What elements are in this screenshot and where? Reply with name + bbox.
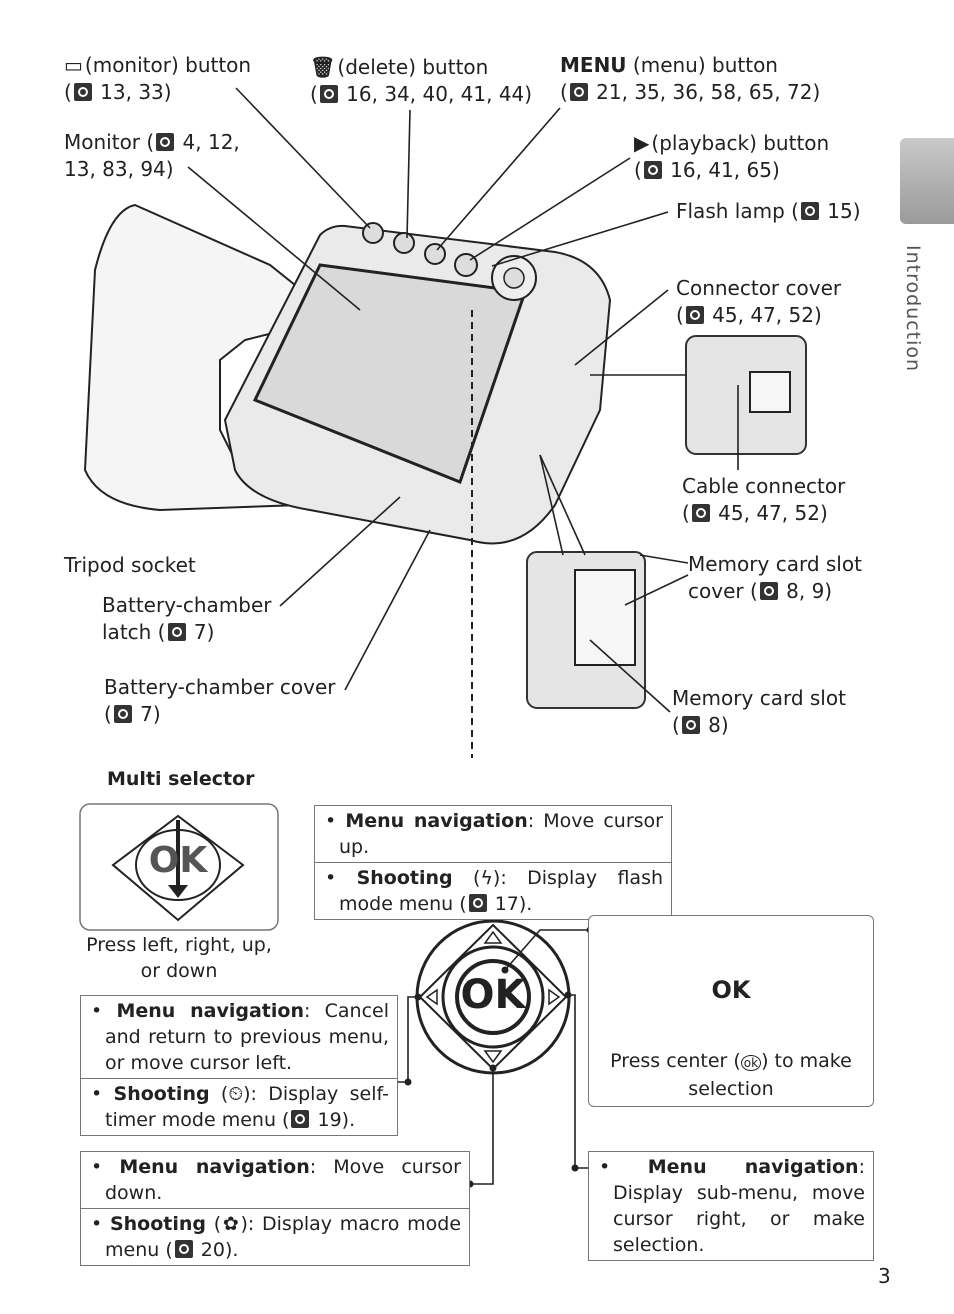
menu-button-callout: MENU (menu) button ( 21, 35, 36, 58, 65,… xyxy=(560,53,821,104)
delete-button-callout: 🗑(delete) button ( 16, 34, 40, 41, 44) xyxy=(310,55,533,106)
page-ref-icon xyxy=(319,85,338,103)
center-press-caption: Press center (ok) to make selection xyxy=(610,1050,852,1100)
monitor-button-callout: ▭(monitor) button ( 13, 33) xyxy=(64,53,252,104)
flash-lamp-callout: Flash lamp ( 15) xyxy=(676,199,861,223)
connector-detail-inset xyxy=(685,335,807,455)
up-action-box: • Menu navigation: Move cursor up. • Sho… xyxy=(314,805,672,920)
section-tab-label: Introduction xyxy=(902,245,924,373)
memory-card-slot-cover-callout: Memory card slot cover ( 8, 9) xyxy=(688,552,862,603)
page-ref-icon xyxy=(569,83,588,101)
page-ref-icon xyxy=(291,1110,310,1128)
memory-card-slot-callout: Memory card slot ( 8) xyxy=(672,686,846,737)
left-nav-item: • Menu navigation: Cancel and return to … xyxy=(91,1000,389,1074)
page-ref-icon xyxy=(156,133,175,151)
monitor-button-shape xyxy=(362,222,384,244)
page-ref-icon xyxy=(174,1240,193,1258)
page-ref-icon xyxy=(468,894,487,912)
tripod-socket-callout: Tripod socket xyxy=(64,553,196,577)
page-ref-icon xyxy=(73,83,92,101)
up-shoot-item: • Shooting (ϟ): Display flash mode menu … xyxy=(315,862,671,919)
menu-button-shape xyxy=(424,243,446,265)
ok-button-label: OK xyxy=(460,972,526,1018)
page-ref-icon xyxy=(681,716,700,734)
up-nav-item: • Menu navigation: Move cursor up. xyxy=(325,810,663,858)
battery-chamber-latch-callout: Battery-chamber latch ( 7) xyxy=(102,593,272,644)
menu-icon: MENU xyxy=(560,53,627,77)
right-nav-item: • Menu navigation: Display sub-menu, mov… xyxy=(599,1156,865,1256)
trash-icon: 🗑 xyxy=(310,55,336,79)
page-ref-icon xyxy=(800,202,819,220)
page-ref-icon xyxy=(691,504,710,522)
page-ref-icon xyxy=(685,306,704,324)
playback-icon: ▶ xyxy=(634,131,650,155)
camera-grip xyxy=(83,203,322,512)
monitor-callout: Monitor ( 4, 12, 13, 83, 94) xyxy=(64,130,240,181)
self-timer-icon: ⏲ xyxy=(228,1083,244,1105)
delete-button-shape xyxy=(393,232,415,254)
page-number: 3 xyxy=(878,1264,891,1288)
down-shoot-item: • Shooting (✿): Display macro mode menu … xyxy=(81,1208,469,1265)
page-ref-icon xyxy=(113,705,132,723)
page-ref-icon xyxy=(643,161,662,179)
monitor-icon: ▭ xyxy=(64,53,83,77)
multi-selector-title: Multi selector xyxy=(107,768,255,790)
playback-button-callout: ▶(playback) button ( 16, 41, 65) xyxy=(634,131,830,182)
flash-icon: ϟ xyxy=(480,867,493,889)
battery-chamber-cover-callout: Battery-chamber cover ( 7) xyxy=(104,675,336,726)
page-ref-icon xyxy=(759,582,778,600)
right-action-box: • Menu navigation: Display sub-menu, mov… xyxy=(588,1151,874,1261)
page-ref-icon xyxy=(167,623,186,641)
down-nav-item: • Menu navigation: Move cursor down. xyxy=(91,1156,461,1204)
ok-button-label-center: OK xyxy=(711,976,751,1004)
ok-icon: ok xyxy=(740,1055,762,1071)
section-tab xyxy=(900,138,954,224)
connector-cover-callout: Connector cover ( 45, 47, 52) xyxy=(676,276,842,327)
ok-button-label-small: OK xyxy=(148,840,208,881)
center-action-box xyxy=(588,915,874,1107)
left-action-box: • Menu navigation: Cancel and return to … xyxy=(80,995,398,1136)
press-direction-caption: Press left, right, up, or down xyxy=(86,934,272,982)
macro-icon: ✿ xyxy=(221,1213,241,1235)
cable-connector-callout: Cable connector ( 45, 47, 52) xyxy=(682,474,846,525)
left-shoot-item: • Shooting (⏲): Display self-timer mode … xyxy=(81,1078,397,1135)
down-action-box: • Menu navigation: Move cursor down. • S… xyxy=(80,1151,470,1266)
